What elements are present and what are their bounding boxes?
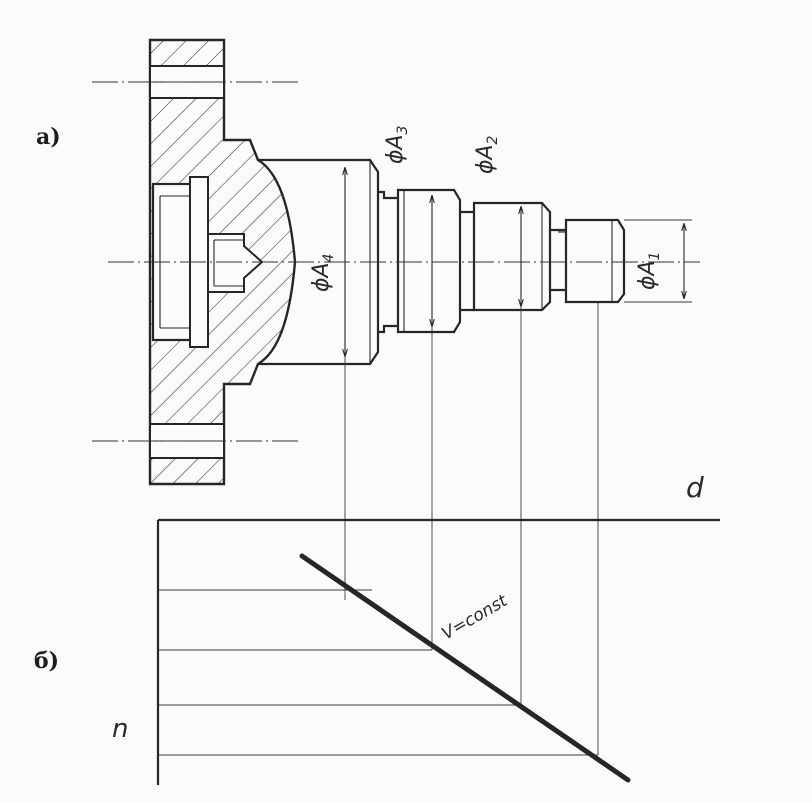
dim-label-a1: ϕA1 <box>635 252 663 290</box>
label-n-axis: n <box>112 714 128 744</box>
v-const-label: V=const <box>439 590 512 644</box>
shaft-step-3 <box>396 188 462 334</box>
shaft-drawing: ϕA4 ϕA3 ϕA2 ϕA1 <box>92 38 700 486</box>
dim-label-a2: ϕA2 <box>473 135 501 174</box>
label-d-axis: d <box>686 471 704 504</box>
v-const-line <box>299 553 631 783</box>
center-bore <box>207 233 264 293</box>
label-part-a: а) <box>36 124 61 150</box>
shaft-step-1 <box>564 218 626 304</box>
shaft-step-2 <box>472 201 552 312</box>
speed-diagram: V=const <box>156 518 720 785</box>
projection-lines <box>344 302 599 755</box>
dim-label-a3: ϕA3 <box>383 126 411 164</box>
dim-label-a4: ϕA4 <box>309 254 337 292</box>
label-part-b: б) <box>34 648 59 674</box>
